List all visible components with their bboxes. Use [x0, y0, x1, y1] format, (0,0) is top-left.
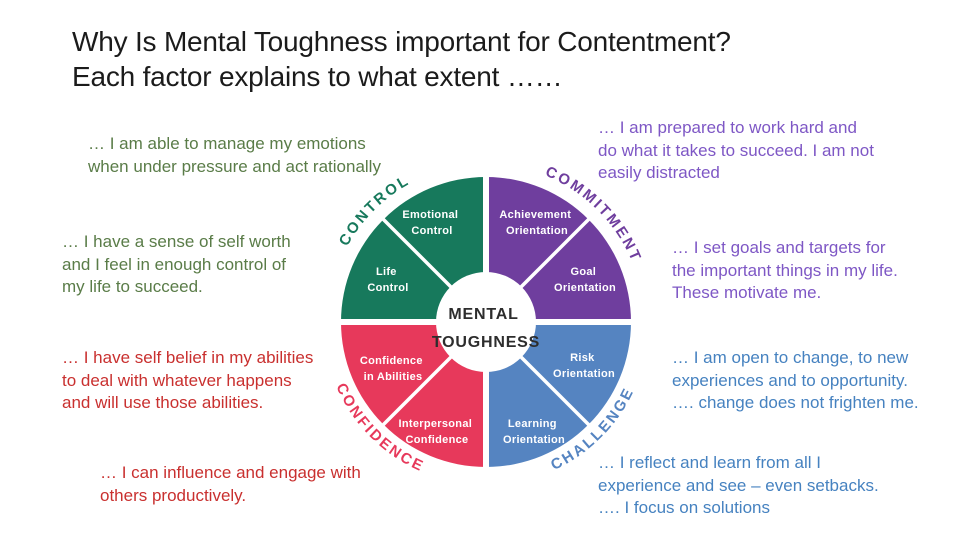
annotation-line: my life to succeed. [62, 277, 203, 296]
annotation-control-self-worth: … I have a sense of self worth and I fee… [62, 231, 291, 299]
annotation-line: others productively. [100, 485, 247, 505]
segment-label-life-control: Life Control [367, 266, 408, 294]
annotation-confidence-self-belief: … I have self belief in my abilities to … [62, 347, 313, 415]
segment-label-goal-orientation: Goal Orientation [554, 266, 616, 294]
annotation-line: … I can influence and engage with [100, 463, 361, 482]
annotation-line: and I feel in enough control of [62, 254, 286, 274]
annotation-line: do what it takes to succeed. I am not [598, 140, 874, 160]
annotation-line: …. I focus on solutions [598, 498, 770, 517]
annotation-line: … I have self belief in my abilities [62, 348, 314, 367]
annotation-confidence-influence: … I can influence and engage with others… [100, 462, 361, 507]
segment-label-emotional-control: Emotional Control [402, 209, 461, 237]
wheel-center-hub [436, 272, 536, 372]
annotation-line: These motivate me. [672, 283, 822, 302]
annotation-line: … I am open to change, to new [672, 348, 909, 367]
segment-label-risk-orientation: Risk Orientation [553, 352, 615, 380]
annotation-control-emotions: … I am able to manage my emotions when u… [88, 133, 381, 178]
title-line-2: Each factor explains to what extent …… [72, 61, 563, 92]
annotation-challenge-reflect-learn: … I reflect and learn from all I experie… [598, 452, 879, 520]
annotation-line: …. change does not frighten me. [672, 393, 919, 412]
annotation-line: when under pressure and act rationally [88, 156, 381, 176]
title-line-1: Why Is Mental Toughness important for Co… [72, 26, 731, 57]
annotation-line: to deal with whatever happens [62, 370, 292, 390]
annotation-commitment-goals: … I set goals and targets for the import… [672, 237, 898, 305]
annotation-line: … I am prepared to work hard and [598, 118, 857, 137]
segment-label-interpersonal-confidence: Interpersonal Confidence [399, 418, 476, 446]
segment-label-achievement-orientation: Achievement Orientation [499, 209, 574, 237]
annotation-challenge-open-to-change: … I am open to change, to new experience… [672, 347, 919, 415]
annotation-line: and will use those abilities. [62, 393, 264, 412]
annotation-line: … I reflect and learn from all I [598, 453, 821, 472]
annotation-line: … I am able to manage my emotions [88, 134, 366, 153]
segment-label-learning-orientation: Learning Orientation [503, 418, 565, 446]
annotation-line: … I set goals and targets for [672, 238, 886, 257]
page-title: Why Is Mental Toughness important for Co… [72, 24, 731, 94]
annotation-line: easily distracted [598, 163, 720, 182]
annotation-line: … I have a sense of self worth [62, 232, 291, 251]
annotation-line: the important things in my life. [672, 260, 898, 280]
segment-label-confidence-in-abilities: Confidence in Abilities [360, 355, 426, 383]
annotation-commitment-work-hard: … I am prepared to work hard and do what… [598, 117, 874, 185]
annotation-line: experience and see – even setbacks. [598, 475, 879, 495]
wheel-center-title: MENTAL TOUGHNESS [432, 306, 540, 351]
mental-toughness-wheel: Emotional Control Life Control Achieveme… [331, 163, 642, 477]
annotation-line: experiences and to opportunity. [672, 370, 908, 390]
